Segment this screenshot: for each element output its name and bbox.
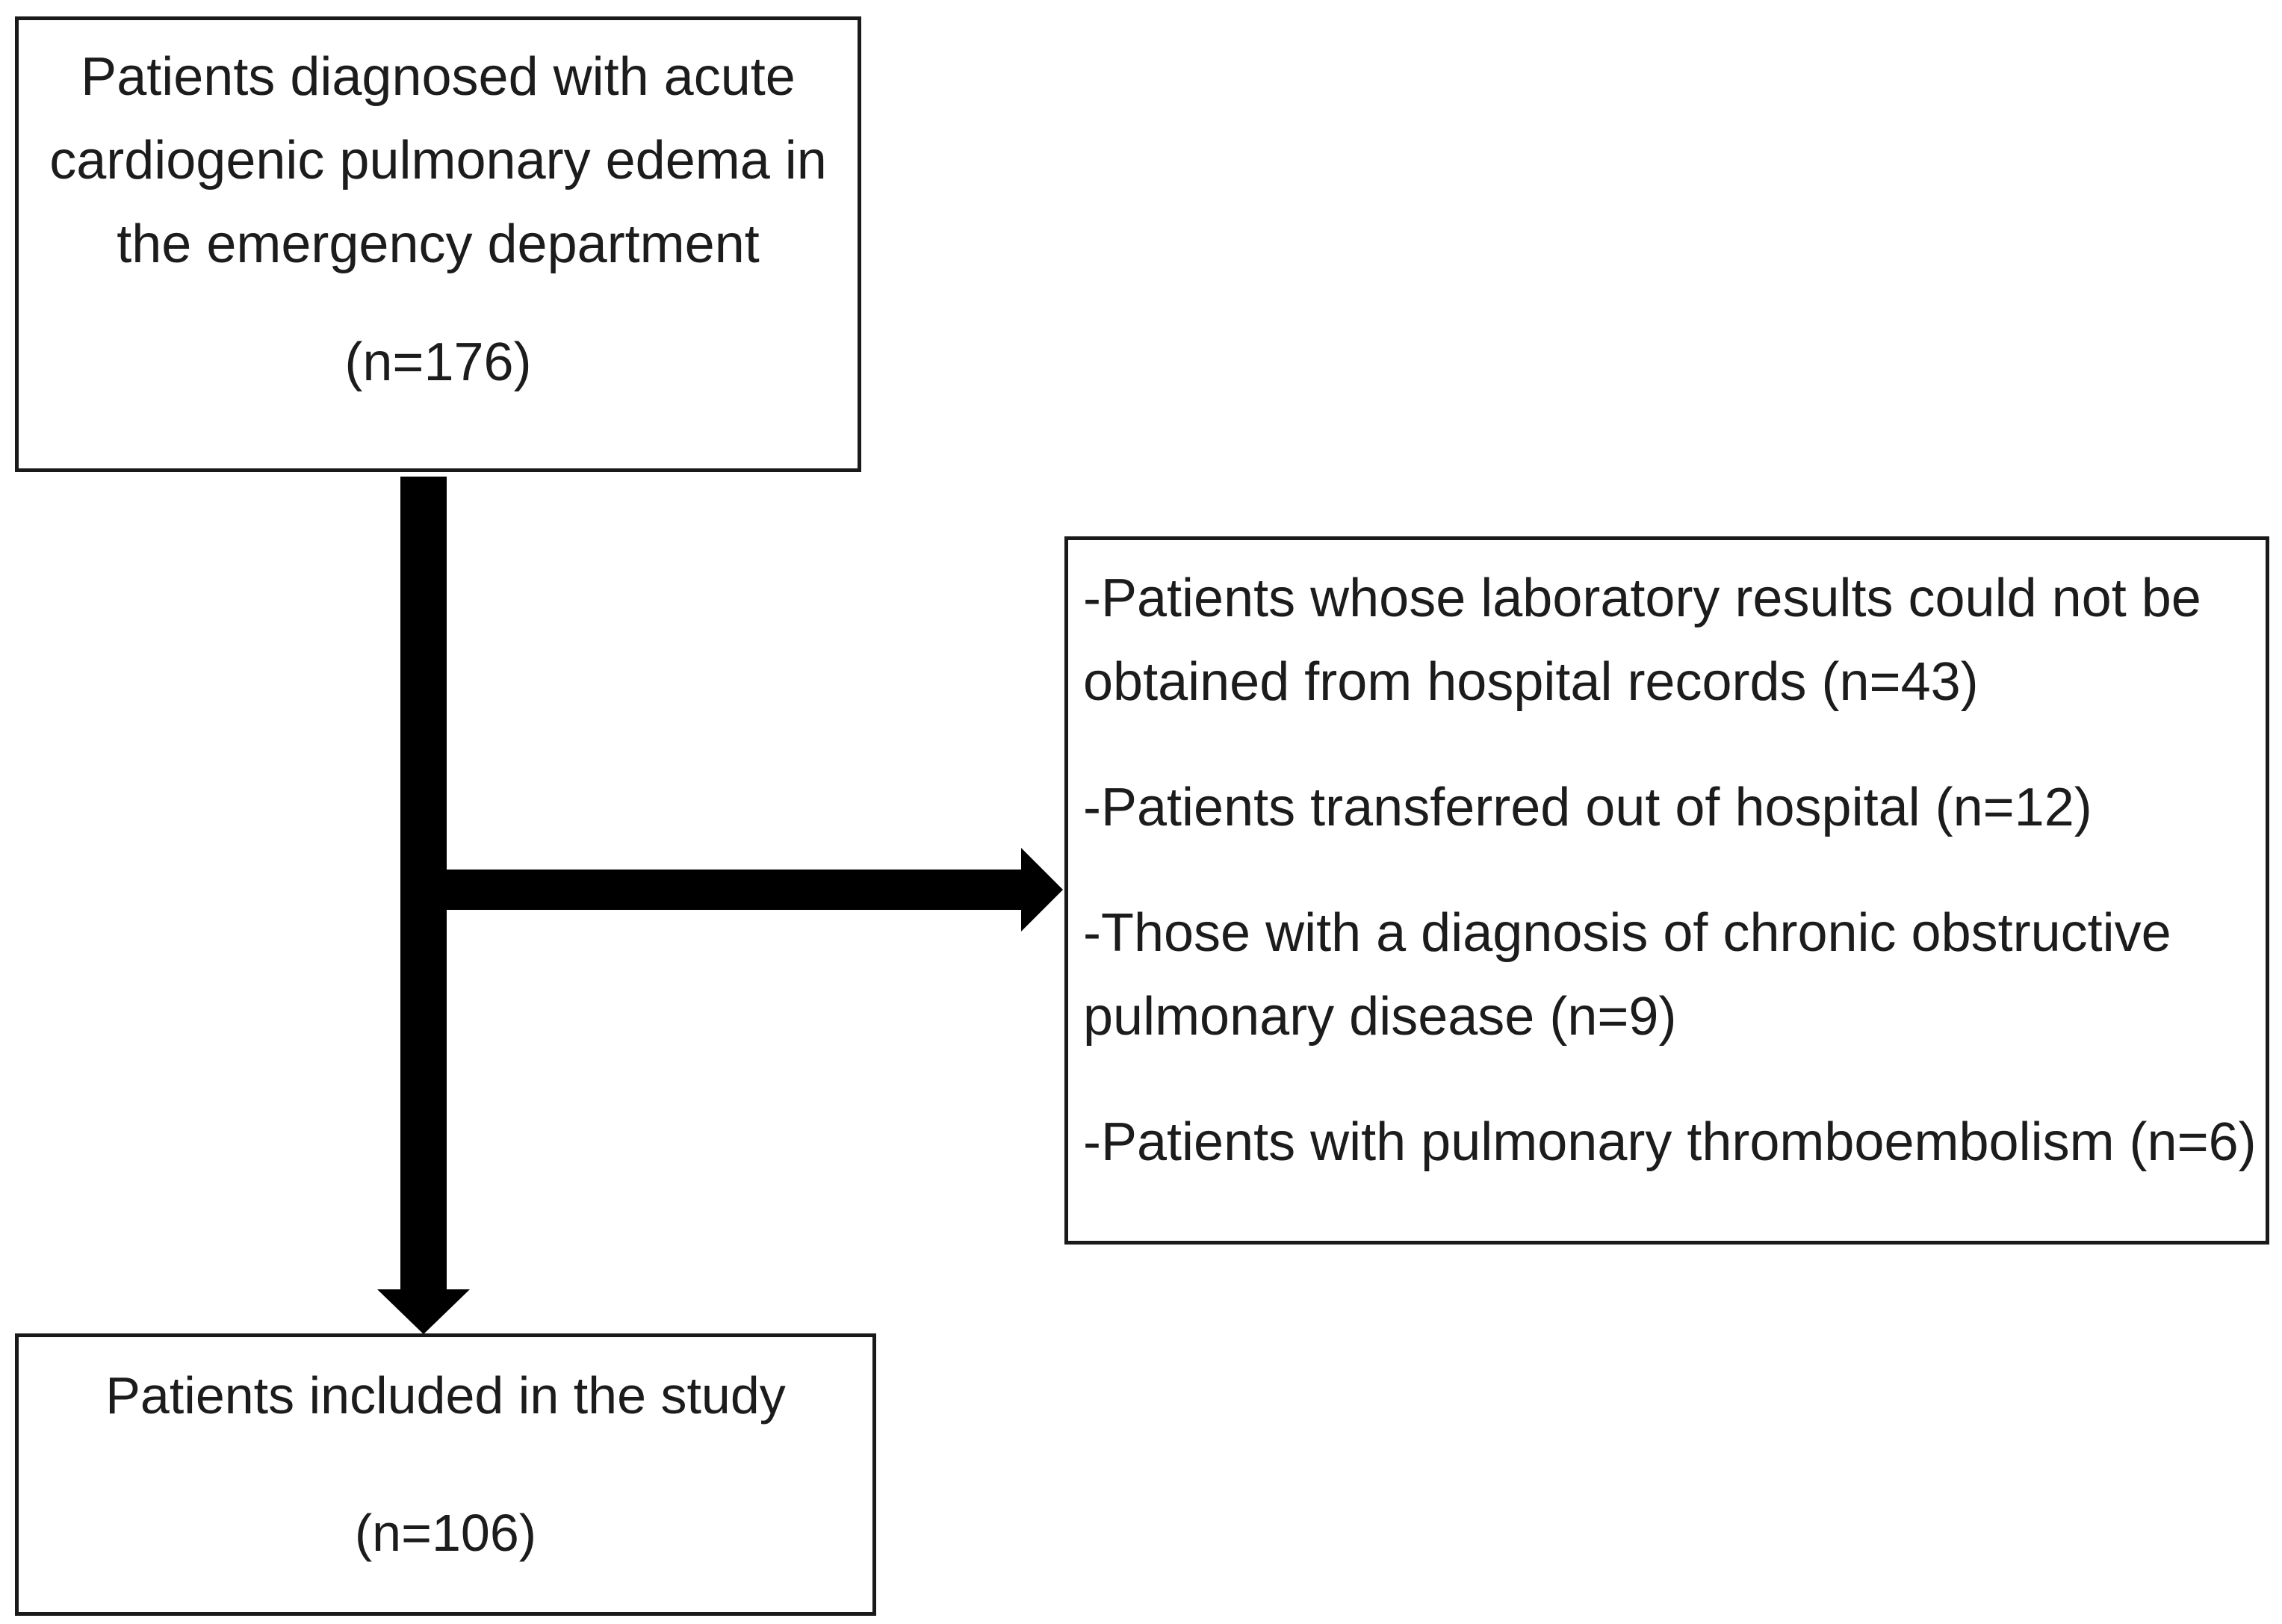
result-box: Patients included in the study (n=106) [15,1333,876,1616]
source-box-line-3: the emergency department [117,214,760,274]
exclusion-item-2: -Patients transferred out of hospital (n… [1083,766,2252,849]
result-box-line-1: Patients included in the study [105,1366,786,1425]
source-box: Patients diagnosed with acute cardiogeni… [15,16,861,472]
down-arrow-icon [377,1289,470,1334]
result-box-count: (n=106) [354,1504,537,1562]
exclusion-item-4: -Patients with pulmonary thromboembolism… [1083,1100,2257,1184]
source-box-count: (n=176) [344,332,532,392]
branch-arrow-stem [400,870,1021,910]
exclusion-item-4-line-1: -Patients with pulmonary thromboembolism… [1083,1112,2257,1172]
source-box-line-2: cardiogenic pulmonary edema in [49,131,827,190]
exclusion-item-3: -Those with a diagnosis of chronic obstr… [1083,891,2252,1059]
exclusion-item-1: -Patients whose laboratory results could… [1083,557,2252,724]
exclusion-item-2-line-1: -Patients transferred out of hospital (n… [1083,778,2092,837]
exclusion-item-1-line-2: obtained from hospital records (n=43) [1083,652,1979,712]
right-arrow-icon [1021,848,1063,932]
exclusion-item-3-line-2: pulmonary disease (n=9) [1083,987,1677,1047]
exclusion-item-3-line-1: -Those with a diagnosis of chronic obstr… [1083,903,2171,963]
exclusion-item-1-line-1: -Patients whose laboratory results could… [1083,568,2201,628]
exclusions-box: -Patients whose laboratory results could… [1064,536,2269,1245]
source-box-line-1: Patients diagnosed with acute [81,47,796,107]
